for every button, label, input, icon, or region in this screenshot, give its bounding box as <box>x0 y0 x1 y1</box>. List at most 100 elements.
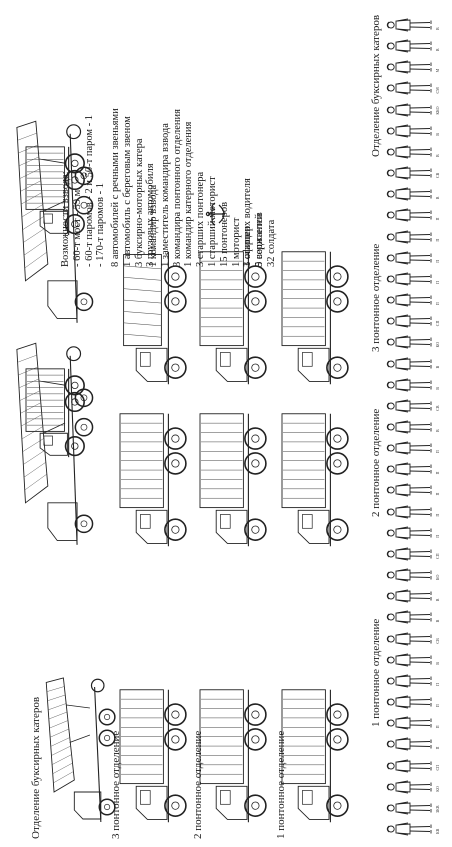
soldier-icon <box>386 695 432 709</box>
soldier-icon <box>386 759 432 772</box>
capabilities-title: Возможности взвода: <box>60 171 71 267</box>
soldier-figure: В <box>386 356 440 372</box>
soldier-figure: СВ <box>386 398 440 414</box>
vehicle-line: 8 автомобилей с речными звеньями <box>110 108 121 267</box>
truck-icon <box>119 689 187 823</box>
soldier-figure: СМ <box>386 80 440 96</box>
soldier-icon <box>386 145 432 159</box>
soldier-figure: В <box>386 144 440 160</box>
soldier-role-label: П <box>435 302 440 306</box>
soldier-role-label: ЗКВ <box>435 805 440 813</box>
soldier-figure: В <box>386 609 440 625</box>
soldier-figure: СП <box>386 313 440 329</box>
soldier-figure: СП <box>386 546 440 562</box>
soldier-figure: В <box>386 186 440 202</box>
soldier-icon <box>386 716 432 730</box>
soldier-figure: П <box>386 736 440 752</box>
soldier-icon <box>386 589 432 603</box>
soldier-icon <box>386 801 432 815</box>
soldier-role-label: СВ <box>435 172 440 179</box>
soldier-icon <box>386 18 432 32</box>
boat-carrier-icon <box>45 677 116 823</box>
soldier-figure: КВ <box>386 821 440 837</box>
soldier-role-label: П <box>435 471 440 475</box>
cargo-truck <box>198 687 273 825</box>
soldier-figure: М <box>386 59 440 75</box>
soldier-role-label: П <box>435 492 440 496</box>
soldier-role-label: В <box>435 133 440 136</box>
soldier-icon <box>386 124 432 138</box>
soldier-figure: СВ <box>386 165 440 181</box>
role-line: 1 заместитель командира взвода <box>159 123 171 267</box>
cargo-truck <box>280 411 355 549</box>
soldier-role-label: П <box>435 746 440 750</box>
soldier-role-label: П <box>435 281 440 284</box>
capability-line: - 170-т паромов - 1 <box>95 182 107 267</box>
soldier-role-label: П <box>435 725 440 729</box>
caption-boats: Отделение буксирных катеров <box>370 14 382 157</box>
soldier-role-label: КО <box>435 786 440 792</box>
soldier-role-label: СП <box>435 553 440 559</box>
cargo-truck <box>280 249 355 387</box>
soldier-icon <box>386 780 432 794</box>
soldier-role-label: П <box>435 217 440 221</box>
soldier-figure: В <box>386 588 440 604</box>
soldier-icon <box>386 103 432 117</box>
truck-icon <box>281 689 349 823</box>
soldier-icon <box>386 484 432 497</box>
soldier-role-label: В <box>435 27 440 30</box>
capability-line: - 60-т мост - 59 м <box>71 189 83 267</box>
soldier-figure: В <box>386 652 440 668</box>
soldier-icon <box>386 39 432 53</box>
soldier-figure: П <box>386 440 440 456</box>
soldier-role-label: В <box>435 196 440 200</box>
anchor-emblem-icon <box>205 202 225 226</box>
truck-icon <box>199 251 267 385</box>
support-truck <box>24 367 91 459</box>
soldier-figure: П <box>386 694 440 710</box>
soldier-role-label: П <box>435 238 440 242</box>
soldier-role-label: КВ <box>435 828 440 834</box>
soldier-icon <box>386 632 432 646</box>
caption-section-1: 1 понтонное отделение <box>370 618 382 727</box>
soldier-role-label: В <box>435 365 440 369</box>
capability-line: - 60-т паромов - 2 и 50-т паром - 1 <box>83 114 95 267</box>
caption-section-3: 3 понтонное отделение <box>370 243 382 352</box>
role-line: 3 старших понтонера <box>195 171 207 267</box>
truck-icon <box>281 251 349 385</box>
cargo-truck <box>198 411 273 549</box>
soldier-figure: П <box>386 504 440 520</box>
soldier-icon <box>386 293 432 307</box>
soldier-figure: ЗКВ <box>386 800 440 816</box>
shore-link-truck <box>118 249 193 387</box>
soldier-role-label: СП <box>435 320 440 327</box>
soldier-role-label: В <box>435 48 440 52</box>
soldier-icon <box>386 208 432 222</box>
cargo-truck <box>198 249 273 387</box>
cargo-truck <box>118 687 193 825</box>
cargo-truck <box>118 411 193 549</box>
soldier-role-label: В <box>435 598 440 602</box>
soldier-icon <box>386 82 432 95</box>
truck-icon <box>199 413 267 547</box>
soldier-icon <box>386 230 432 244</box>
soldier-figure: В <box>386 17 440 33</box>
soldier-icon <box>386 399 432 413</box>
soldier-figure: П <box>386 292 440 308</box>
soldier-icon <box>386 441 432 455</box>
soldier-role-label: СВ <box>435 638 440 644</box>
soldier-icon <box>386 568 432 582</box>
summary-line: 32 солдата <box>265 219 277 267</box>
soldier-role-label: КО <box>435 341 440 348</box>
soldier-icon <box>386 272 432 286</box>
soldier-icon <box>386 674 432 688</box>
soldier-role-label: СВ <box>435 405 440 411</box>
boat-carrier-truck <box>10 339 101 549</box>
soldier-icon <box>386 420 432 434</box>
soldier-icon <box>386 505 432 519</box>
role-line: 1 командир катерного отделения <box>183 121 195 267</box>
role-line: 1 моторист <box>230 217 242 267</box>
